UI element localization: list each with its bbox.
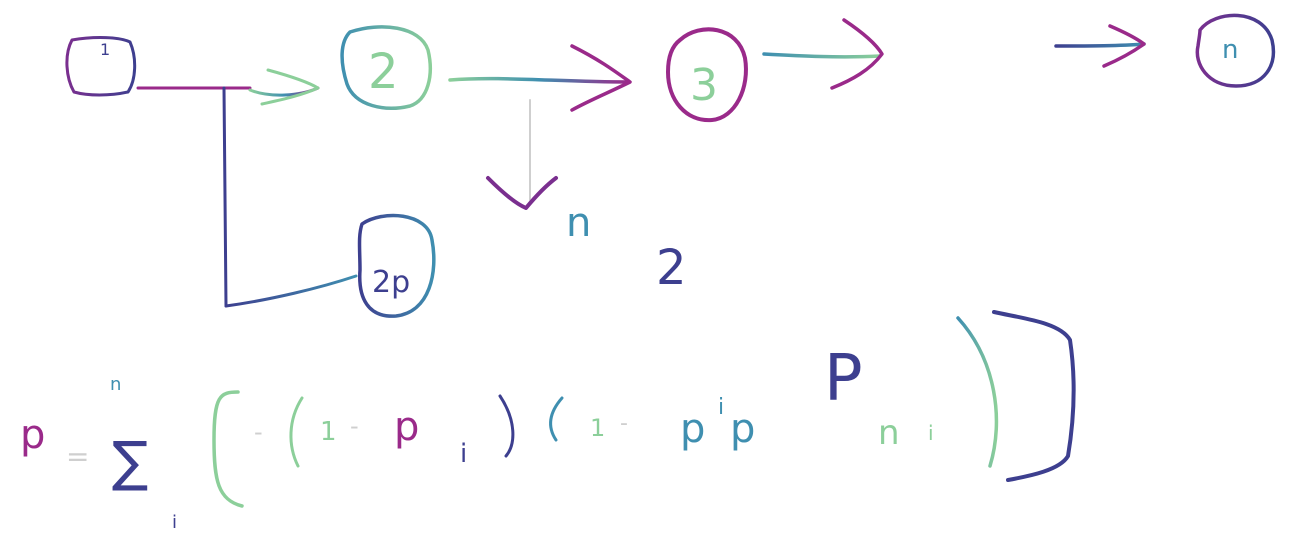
formula-equals: = [66,440,89,473]
node-2-label: 2 [368,44,399,100]
edge-down-annotation: n 2 [486,99,687,296]
formula-minus: - [254,418,263,446]
formula-bracket-close [992,310,1076,482]
formula-bracket-open [212,390,244,508]
node-n-label: n [1222,35,1238,65]
formula-sum: ∑ [112,430,148,493]
edge-1-to-p2 [222,86,358,308]
formula-lhs: p [20,412,45,458]
node-1-label: 1 [100,40,110,59]
edge-3-out [762,18,884,90]
node-2: 2 [340,25,432,110]
node-1: 1 [65,36,137,97]
formula-paren-close-a [498,394,515,458]
formula-sum-upper: n [110,374,121,395]
edge-1-to-2 [136,68,320,106]
formula-one-a: 1 [320,417,337,447]
formula-i-sub: i [928,421,934,445]
formula: p = ∑ n i - 1 - p i 1 - p i p P n i [20,310,1076,533]
formula-one-b: 1 [590,414,605,442]
formula-paren-open-a [289,396,304,468]
formula-p-i-sub: i [460,439,467,469]
formula-P-big: P [824,342,863,416]
formula-minus-a: - [350,412,359,440]
formula-sum-lower: i [172,512,177,533]
node-3: 3 [666,27,748,123]
formula-p-mid-sub: i [718,395,724,420]
formula-minus-b: - [620,411,628,436]
formula-p-mid: p [680,406,705,452]
node-p2: 2p [357,213,436,318]
formula-paren-open-b [549,396,564,442]
node-p2-label: 2p [372,265,410,300]
node-3-label: 3 [690,60,718,111]
annotation-n: n [566,200,591,246]
formula-p-i: p [394,404,419,450]
annotation-subscript: 2 [656,240,687,296]
edge-to-n [1054,24,1146,68]
formula-paren-close-b [956,316,999,468]
formula-n-sub: n [878,413,900,453]
edge-2-to-3 [448,44,632,112]
formula-p-mid2: p [730,406,755,452]
node-n: n [1195,13,1276,88]
